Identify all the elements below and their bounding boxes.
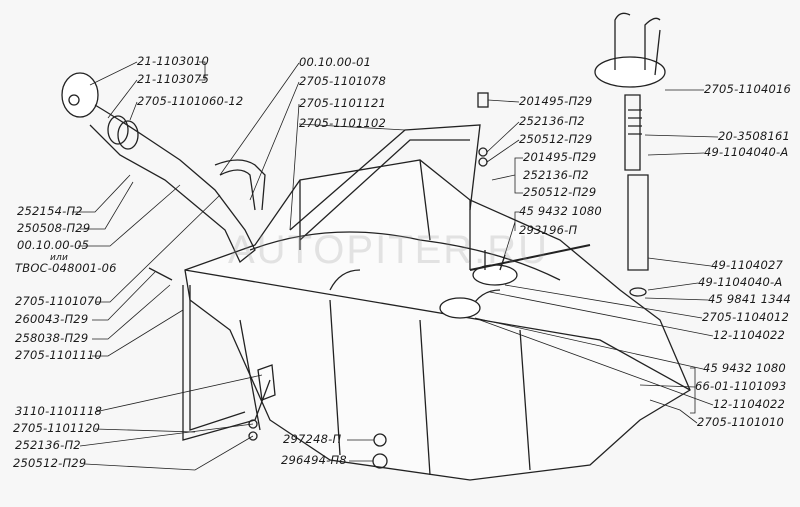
label-strap-bracket: 3110-1101118 bbox=[15, 404, 103, 418]
label-hose-clamp: 00.10.00-05 bbox=[17, 238, 90, 252]
label-cap-gasket: 21-1103075 bbox=[137, 72, 209, 86]
label-intake-assembly: 2705-1104012 bbox=[702, 310, 790, 324]
label-tank: 2705-1101010 bbox=[697, 415, 785, 429]
label-strap-nut: 250512-П29 bbox=[13, 456, 87, 470]
label-gasket-1: 12-1104022 bbox=[713, 328, 785, 342]
label-strap-washer: 252136-П2 bbox=[15, 438, 81, 452]
label-filter: 49-1104027 bbox=[711, 258, 783, 272]
fuel-tank bbox=[184, 159, 691, 481]
label-fuel-intake: 2705-1104016 bbox=[704, 82, 792, 96]
label-gasket-2: 45 9432 1080 bbox=[703, 361, 786, 375]
bolt bbox=[477, 92, 489, 108]
label-pin: 45 9841 1344 bbox=[708, 292, 791, 306]
label-drain-plug: 296494-П8 bbox=[281, 453, 347, 467]
label-screw-sender: 293196-П bbox=[519, 223, 578, 237]
label-strap-pin: 2705-1101070 bbox=[15, 294, 103, 308]
label-bolt-b: 201495-П29 bbox=[523, 150, 597, 164]
label-strap: 2705-1101110 bbox=[15, 348, 103, 362]
label-filter-ring-top: 49-1104040-А bbox=[704, 145, 789, 159]
label-clamp-nut: 250508-П29 bbox=[17, 221, 91, 235]
fuel-level-sender bbox=[439, 250, 518, 319]
label-nut-a: 250512-П29 bbox=[519, 132, 593, 146]
strap-bracket bbox=[257, 364, 276, 401]
label-hose-clamp-alt: ТВОС-048001-06 bbox=[15, 261, 117, 275]
leader-lines bbox=[72, 61, 719, 471]
label-bolt-a: 201495-П29 bbox=[519, 94, 593, 108]
strap-pin bbox=[148, 267, 173, 281]
label-nut-b: 250512-П29 bbox=[523, 185, 597, 199]
label-washer-pin: 260043-П29 bbox=[15, 312, 89, 326]
label-spring: 20-3508161 bbox=[718, 129, 790, 143]
label-hose-2: 2705-1101078 bbox=[299, 74, 387, 88]
tank-bracket bbox=[289, 124, 481, 241]
label-or: или bbox=[50, 253, 69, 263]
label-clamp-washer: 252154-П2 bbox=[17, 204, 83, 218]
label-cotter-pin: 258038-П29 bbox=[15, 331, 89, 345]
label-bracket-1: 2705-1101121 bbox=[299, 96, 387, 110]
label-strap-pad: 2705-1101120 bbox=[13, 421, 101, 435]
label-sender: 66-01-1101093 bbox=[695, 379, 787, 393]
label-drain-gasket: 297248-П bbox=[283, 432, 342, 446]
label-filler-cap: 21-1103010 bbox=[137, 54, 209, 68]
fuel-intake-tube bbox=[594, 12, 666, 297]
filler-neck bbox=[61, 72, 266, 264]
label-gasket-3: 12-1104022 bbox=[713, 397, 785, 411]
watermark: AUTOPITER.RU bbox=[228, 228, 550, 272]
label-vent-hose: 00.10.00-01 bbox=[299, 55, 372, 69]
label-washer-a: 252136-П2 bbox=[519, 114, 585, 128]
label-filler-pipe: 2705-1101060-12 bbox=[137, 94, 244, 108]
label-filter-ring-bottom: 49-1104040-А bbox=[698, 275, 783, 289]
label-washer-b: 252136-П2 bbox=[523, 168, 589, 182]
label-bracket-2: 2705-1101102 bbox=[299, 116, 387, 130]
label-gasket-sender: 45 9432 1080 bbox=[519, 204, 602, 218]
